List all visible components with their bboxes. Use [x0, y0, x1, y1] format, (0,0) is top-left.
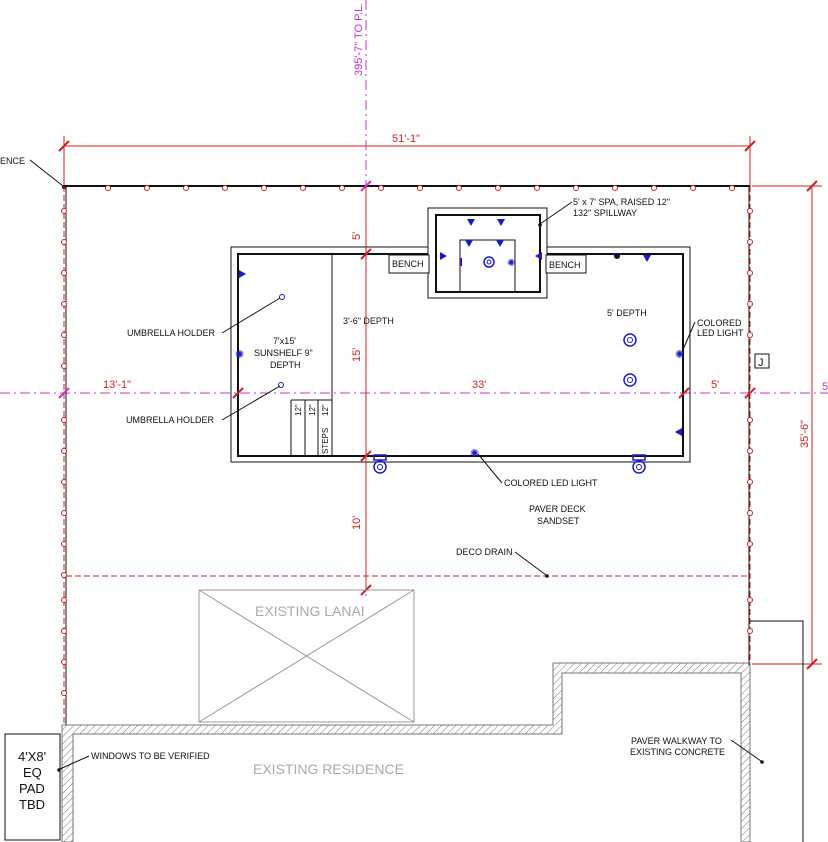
right-setback-label: 5'	[711, 379, 719, 391]
fence-label: ENCE	[0, 156, 25, 166]
top-reference-label: 395'-7" TO P.L.	[353, 3, 365, 76]
junction-box-label: J	[758, 357, 764, 369]
pad-label-2: EQ	[23, 765, 42, 780]
junction-box	[754, 353, 770, 369]
existing-lanai	[198, 589, 415, 723]
equipment-pad	[4, 733, 61, 841]
walkway-label-1: PAVER WALKWAY TO	[631, 736, 722, 746]
shallow-depth-label: 3'-6" DEPTH	[343, 316, 394, 326]
left-setback-label: 13'-1"	[103, 379, 131, 391]
pad-label-3: PAD	[19, 781, 45, 796]
steps-label: STEPS	[321, 428, 330, 454]
windows-note-label: WINDOWS TO BE VERIFIED	[91, 751, 210, 761]
existing-lanai-label: EXISTING LANAI	[255, 603, 365, 619]
paver-walkway	[750, 620, 804, 842]
pad-label-4: TBD	[19, 797, 45, 812]
bench-right	[545, 254, 587, 274]
walkway-label-2: EXISTING CONCRETE	[630, 747, 725, 757]
sunshelf-label-3: DEPTH	[270, 360, 301, 370]
led-right-label-2: LED LIGHT	[697, 328, 744, 338]
umbrella-holder-2-label: UMBRELLA HOLDER	[126, 415, 215, 425]
pool-skimmers	[373, 454, 646, 474]
pool-light-bottom-icon: ✺	[470, 447, 479, 460]
top-setback-label: 5'	[351, 232, 363, 240]
overall-width-label: 51'-1"	[392, 133, 420, 145]
step-1-label: 12"	[294, 404, 303, 416]
existing-residence-label: EXISTING RESIDENCE	[253, 761, 404, 777]
deep-depth-label: 5' DEPTH	[607, 308, 647, 318]
residence-walls	[61, 662, 751, 842]
pool-width-label: 15'	[351, 348, 363, 362]
paver-deck-label-1: PAVER DECK	[529, 504, 586, 514]
fence-outline	[63, 185, 751, 725]
umbrella-holder-1	[279, 294, 285, 300]
bench-left-label: BENCH	[392, 259, 424, 269]
fence-posts	[61, 185, 753, 696]
paver-deck-label-2: SANDSET	[537, 516, 580, 526]
spa-inner	[435, 214, 541, 293]
pool-steps	[290, 399, 332, 456]
deck-depth-label: 10'	[351, 516, 363, 530]
step-2-label: 12"	[308, 404, 317, 416]
bench-left	[388, 254, 430, 274]
pool-length-label: 33'	[472, 379, 486, 391]
pool-light-left-icon: ✺	[235, 348, 244, 361]
deco-drain-label: DECO DRAIN	[456, 547, 513, 557]
spa-jets	[440, 219, 542, 266]
spa-main-drain	[483, 256, 495, 268]
overall-depth-label: 35'-6"	[799, 420, 811, 448]
spa-light-icon: ✺	[507, 258, 515, 269]
pool-light-right-icon: ✺	[675, 348, 684, 361]
led-right-label-1: COLORED	[697, 318, 742, 328]
led-bottom-label: COLORED LED LIGHT	[504, 478, 598, 488]
bench-right-label: BENCH	[549, 260, 581, 270]
sunshelf-label-1: 7'x15'	[273, 336, 296, 346]
right-reference-label: 5	[822, 381, 828, 393]
pad-label-1: 4'X8'	[18, 749, 46, 764]
spa-label-2: 132" SPILLWAY	[573, 208, 637, 218]
step-3-label: 12"	[321, 404, 330, 416]
spa-label-1: 5' x 7' SPA, RAISED 12"	[573, 197, 670, 207]
umbrella-holder-1-label: UMBRELLA HOLDER	[127, 328, 216, 338]
pool-drains	[623, 333, 637, 387]
sunshelf-label-2: SUNSHELF 9"	[254, 348, 313, 358]
